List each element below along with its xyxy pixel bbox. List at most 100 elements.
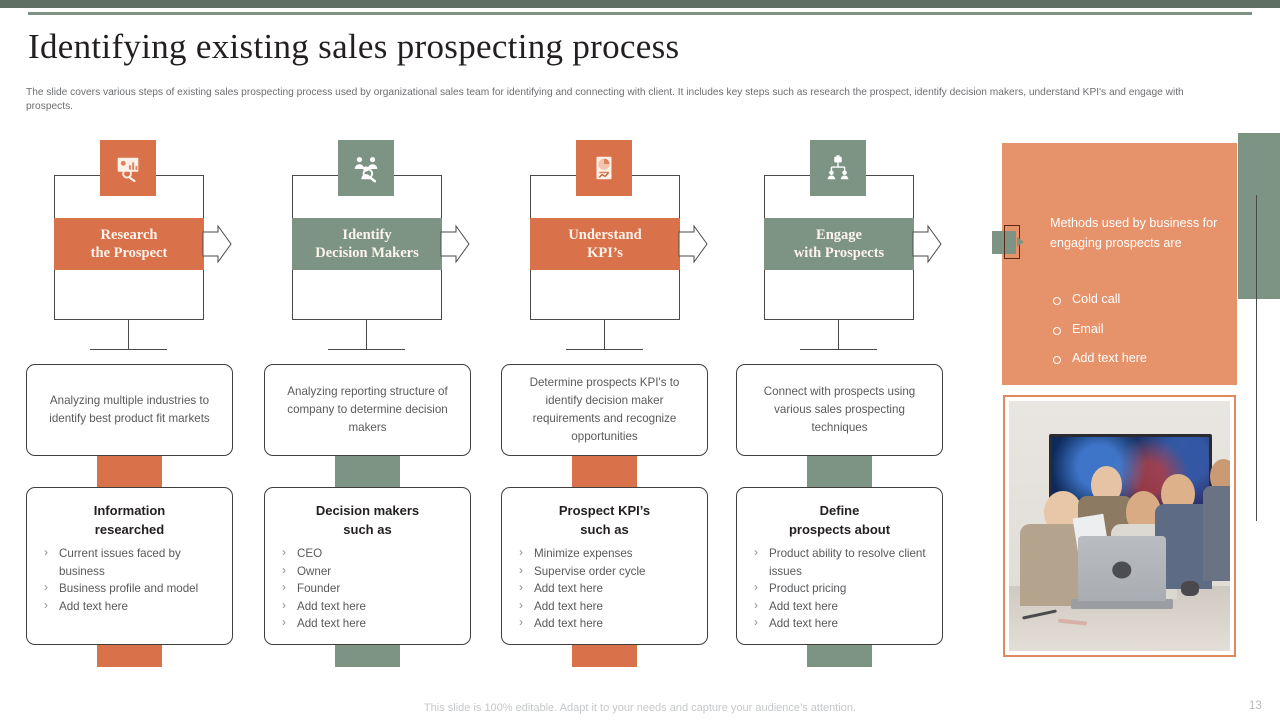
- list-item: Cold call: [1050, 285, 1230, 315]
- detail-title-line1: Information: [93, 503, 166, 518]
- flow-arrow-icon: [440, 224, 470, 264]
- detail-bullet-list: Product ability to resolve client issues…: [747, 544, 932, 633]
- top-accent-gap: [0, 8, 1280, 13]
- description-text: Determine prospects KPI's to identify de…: [529, 376, 680, 443]
- page-subtitle: The slide covers various steps of existi…: [26, 87, 1184, 112]
- step-detail-box-1: Decision makers such as CEO Owner Founde…: [264, 487, 471, 645]
- methods-panel-intro: Methods used by business for engaging pr…: [1050, 216, 1218, 250]
- list-item: Add text here: [275, 597, 460, 616]
- step-title-band: Engage with Prospects: [764, 218, 914, 270]
- list-item: Add text here: [747, 597, 932, 616]
- connector-bar-bottom: [572, 645, 637, 667]
- detail-bullet-list: Minimize expenses Supervise order cycle …: [512, 544, 697, 633]
- description-text: Analyzing multiple industries to identif…: [49, 394, 210, 425]
- step-description-1: Analyzing reporting structure of company…: [264, 364, 471, 456]
- list-item: Supervise order cycle: [512, 562, 697, 581]
- people-group-magnifier-icon: [338, 140, 394, 196]
- connector-bar: [807, 456, 872, 488]
- detail-box-title: Define prospects about: [747, 501, 932, 539]
- research-board-magnifier-icon: [100, 140, 156, 196]
- list-item: Minimize expenses: [512, 544, 697, 563]
- connector-bar-bottom: [97, 645, 162, 667]
- page-number: 13: [1249, 700, 1262, 712]
- step-stem-horizontal: [328, 349, 405, 350]
- detail-title-line2: prospects about: [788, 522, 891, 537]
- photo-mouse: [1181, 581, 1200, 596]
- list-item: Product pricing: [747, 579, 932, 598]
- flow-arrow-icon: [912, 224, 942, 264]
- description-text: Connect with prospects using various sal…: [763, 385, 916, 434]
- detail-bullet-list: CEO Owner Founder Add text here Add text…: [275, 544, 460, 633]
- connector-bar-bottom: [335, 645, 400, 667]
- connector-bar-bottom: [807, 645, 872, 667]
- step-stem: [128, 320, 129, 350]
- right-edge-green-bar: [1238, 133, 1280, 299]
- detail-title-line2: such as: [580, 522, 629, 537]
- list-item: Add text here: [275, 614, 460, 633]
- step-title-line1: Research: [100, 227, 158, 243]
- list-item: Add text here: [512, 614, 697, 633]
- list-item: Add text here: [37, 597, 222, 616]
- step-title-line1: Understand: [568, 227, 642, 243]
- methods-panel: [1002, 143, 1237, 385]
- detail-title-line2: researched: [94, 522, 165, 537]
- step-title-band: Identify Decision Makers: [292, 218, 442, 270]
- detail-box-title: Prospect KPI’s such as: [512, 501, 697, 539]
- kpi-report-chart-icon: [576, 140, 632, 196]
- step-stem: [838, 320, 839, 350]
- top-accent-bar: [0, 0, 1280, 8]
- org-network-briefcase-icon: [810, 140, 866, 196]
- detail-title-line2: such as: [343, 522, 392, 537]
- photo-laptop: [1077, 536, 1166, 601]
- list-item: Product ability to resolve client issues: [747, 544, 932, 580]
- step-title-line1: Identify: [342, 227, 392, 243]
- step-title-band: Research the Prospect: [54, 218, 204, 270]
- list-item: Add text here: [512, 597, 697, 616]
- step-title-line2: with Prospects: [793, 245, 885, 261]
- list-item: Email: [1050, 315, 1230, 345]
- detail-title-line1: Define: [819, 503, 860, 518]
- step-stem: [366, 320, 367, 350]
- step-detail-box-3: Define prospects about Product ability t…: [736, 487, 943, 645]
- photo-content: [1009, 401, 1230, 651]
- footer-note: This slide is 100% editable. Adapt it to…: [423, 702, 857, 714]
- title-rule: [28, 12, 1252, 15]
- list-item: Business profile and model: [37, 579, 222, 598]
- detail-box-title: Information researched: [37, 501, 222, 539]
- step-stem-horizontal: [90, 349, 167, 350]
- step-stem-horizontal: [566, 349, 643, 350]
- detail-bullet-list: Current issues faced by business Busines…: [37, 544, 222, 616]
- page-title: Identifying existing sales prospecting p…: [28, 27, 680, 66]
- list-item: CEO: [275, 544, 460, 563]
- team-around-laptop-photo: [1003, 395, 1236, 657]
- list-item: Add text here: [512, 579, 697, 598]
- list-item: Add text here: [1050, 344, 1230, 374]
- panel-connector-arrow-icon: [1017, 237, 1024, 247]
- photo-person-body: [1203, 486, 1230, 581]
- photo-person-head: [1210, 458, 1230, 494]
- flow-arrow-icon: [202, 224, 232, 264]
- step-detail-box-2: Prospect KPI’s such as Minimize expenses…: [501, 487, 708, 645]
- list-item: Current issues faced by business: [37, 544, 222, 580]
- list-item: Add text here: [747, 614, 932, 633]
- list-item: Owner: [275, 562, 460, 581]
- flow-arrow-icon: [678, 224, 708, 264]
- step-title-line2: the Prospect: [90, 245, 168, 261]
- right-vertical-line: [1256, 195, 1257, 521]
- step-title-line2: KPI’s: [587, 245, 623, 261]
- step-description-3: Connect with prospects using various sal…: [736, 364, 943, 456]
- step-title-band: Understand KPI’s: [530, 218, 680, 270]
- connector-bar: [572, 456, 637, 488]
- step-stem-horizontal: [800, 349, 877, 350]
- step-description-0: Analyzing multiple industries to identif…: [26, 364, 233, 456]
- step-stem: [604, 320, 605, 350]
- step-title-line2: Decision Makers: [315, 245, 419, 261]
- step-detail-box-0: Information researched Current issues fa…: [26, 487, 233, 645]
- detail-box-title: Decision makers such as: [275, 501, 460, 539]
- step-title-line1: Engage: [816, 227, 862, 243]
- description-text: Analyzing reporting structure of company…: [287, 385, 448, 434]
- detail-title-line1: Decision makers: [315, 503, 420, 518]
- photo-laptop-base: [1070, 598, 1173, 609]
- methods-list: Cold call Email Add text here: [1050, 285, 1230, 374]
- step-description-2: Determine prospects KPI's to identify de…: [501, 364, 708, 456]
